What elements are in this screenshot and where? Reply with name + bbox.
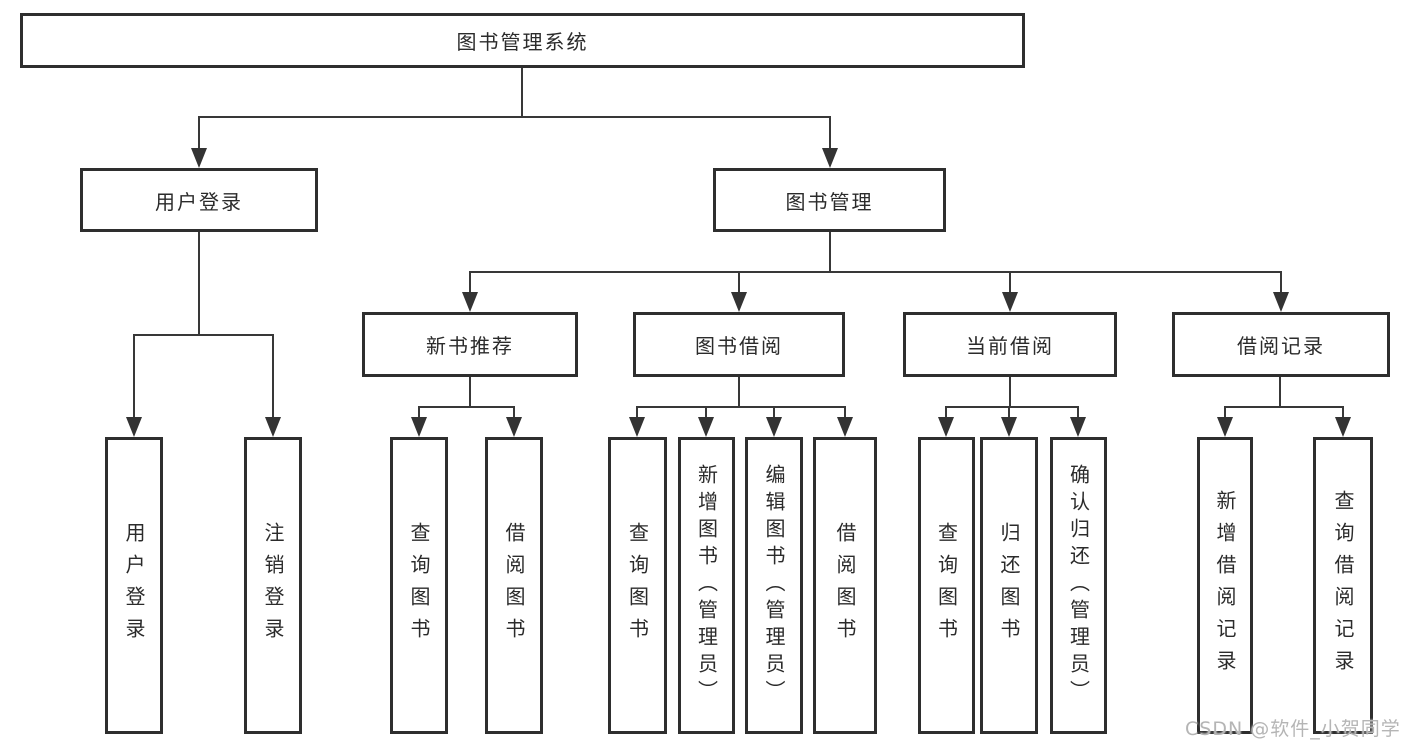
leaf-query-borrow-record: 查询借阅记录	[1313, 437, 1373, 734]
leaf-label: 查询图书	[934, 521, 959, 650]
arrow-down-icon	[698, 417, 714, 437]
connector-line	[773, 406, 775, 419]
leaf-label: 归还图书	[997, 521, 1021, 650]
arrow-down-icon	[411, 417, 427, 437]
connector-line	[133, 334, 135, 419]
connector-line	[198, 232, 200, 336]
arrow-down-icon	[1002, 292, 1018, 312]
leaf-query-books-current: 查询图书	[918, 437, 975, 734]
connector-line	[829, 232, 831, 273]
connector-line	[272, 334, 274, 419]
arrow-down-icon	[731, 292, 747, 312]
connector-line	[1224, 406, 1344, 408]
connector-line	[198, 116, 200, 150]
connector-line	[705, 406, 707, 419]
connector-line	[1077, 406, 1079, 419]
connector-line	[636, 406, 846, 408]
connector-line	[945, 406, 1079, 408]
node-user-login: 用户登录	[80, 168, 318, 232]
connector-line	[829, 116, 831, 150]
leaf-label: 确认归还（管理员）	[1066, 464, 1091, 707]
connector-line	[469, 377, 471, 408]
connector-line	[844, 406, 846, 419]
arrow-down-icon	[462, 292, 478, 312]
leaf-label: 编辑图书（管理员）	[762, 464, 786, 707]
node-borrowing-records: 借阅记录	[1172, 312, 1390, 377]
watermark-text: CSDN @软件_小贺同学	[1185, 718, 1401, 740]
node-current-borrowing: 当前借阅	[903, 312, 1117, 377]
node-new-book-recommendation: 新书推荐	[362, 312, 578, 377]
arrow-down-icon	[506, 417, 522, 437]
leaf-add-borrow-record: 新增借阅记录	[1197, 437, 1253, 734]
node-label: 图书借阅	[695, 334, 783, 358]
connector-line	[738, 271, 740, 294]
node-book-borrowing: 图书借阅	[633, 312, 845, 377]
leaf-label: 查询图书	[407, 521, 431, 650]
connector-line	[1280, 271, 1282, 294]
leaf-label: 新增借阅记录	[1213, 489, 1237, 682]
leaf-logout: 注销登录	[244, 437, 302, 734]
leaf-query-books-borrowing: 查询图书	[608, 437, 667, 734]
leaf-label: 查询图书	[625, 521, 650, 650]
connector-line	[469, 271, 471, 294]
connector-line	[1342, 406, 1344, 419]
arrow-down-icon	[1335, 417, 1351, 437]
node-library-management-system: 图书管理系统	[20, 13, 1025, 68]
node-label: 当前借阅	[966, 334, 1054, 358]
connector-line	[1009, 271, 1011, 294]
arrow-down-icon	[1217, 417, 1233, 437]
arrow-down-icon	[1001, 417, 1017, 437]
connector-line	[945, 406, 947, 419]
leaf-user-login: 用户登录	[105, 437, 163, 734]
connector-line	[636, 406, 638, 419]
connector-line	[418, 406, 515, 408]
connector-line	[469, 271, 1282, 273]
connector-line	[1009, 377, 1011, 408]
node-label: 用户登录	[155, 189, 243, 214]
leaf-add-book-admin: 新增图书（管理员）	[678, 437, 735, 734]
connector-line	[1224, 406, 1226, 419]
leaf-label: 查询借阅记录	[1331, 489, 1355, 682]
leaf-borrow-books-borrowing: 借阅图书	[813, 437, 877, 734]
connector-line	[1279, 377, 1281, 408]
leaf-edit-book-admin: 编辑图书（管理员）	[745, 437, 803, 734]
arrow-down-icon	[1273, 292, 1289, 312]
node-book-management: 图书管理	[713, 168, 946, 232]
connector-line	[513, 406, 515, 419]
connector-line	[418, 406, 420, 419]
arrow-down-icon	[629, 417, 645, 437]
leaf-return-book: 归还图书	[980, 437, 1038, 734]
leaf-label: 新增图书（管理员）	[694, 464, 719, 707]
leaf-label: 注销登录	[261, 521, 285, 650]
leaf-label: 借阅图书	[833, 521, 857, 650]
node-label: 图书管理系统	[456, 30, 589, 54]
node-label: 借阅记录	[1237, 334, 1325, 358]
arrow-down-icon	[191, 148, 207, 168]
node-label: 图书管理	[785, 189, 874, 214]
leaf-borrow-books-recommend: 借阅图书	[485, 437, 543, 734]
arrow-down-icon	[265, 417, 281, 437]
arrow-down-icon	[837, 417, 853, 437]
arrow-down-icon	[1070, 417, 1086, 437]
leaf-confirm-return-admin: 确认归还（管理员）	[1050, 437, 1107, 734]
arrow-down-icon	[126, 417, 142, 437]
arrow-down-icon	[938, 417, 954, 437]
leaf-query-books-recommend: 查询图书	[390, 437, 448, 734]
arrow-down-icon	[822, 148, 838, 168]
connector-line	[1008, 406, 1010, 419]
connector-line	[738, 377, 740, 408]
connector-line	[198, 116, 831, 118]
connector-line	[521, 68, 523, 118]
arrow-down-icon	[766, 417, 782, 437]
node-label: 新书推荐	[426, 334, 514, 358]
leaf-label: 用户登录	[122, 521, 146, 650]
connector-line	[133, 334, 274, 336]
leaf-label: 借阅图书	[502, 521, 526, 650]
